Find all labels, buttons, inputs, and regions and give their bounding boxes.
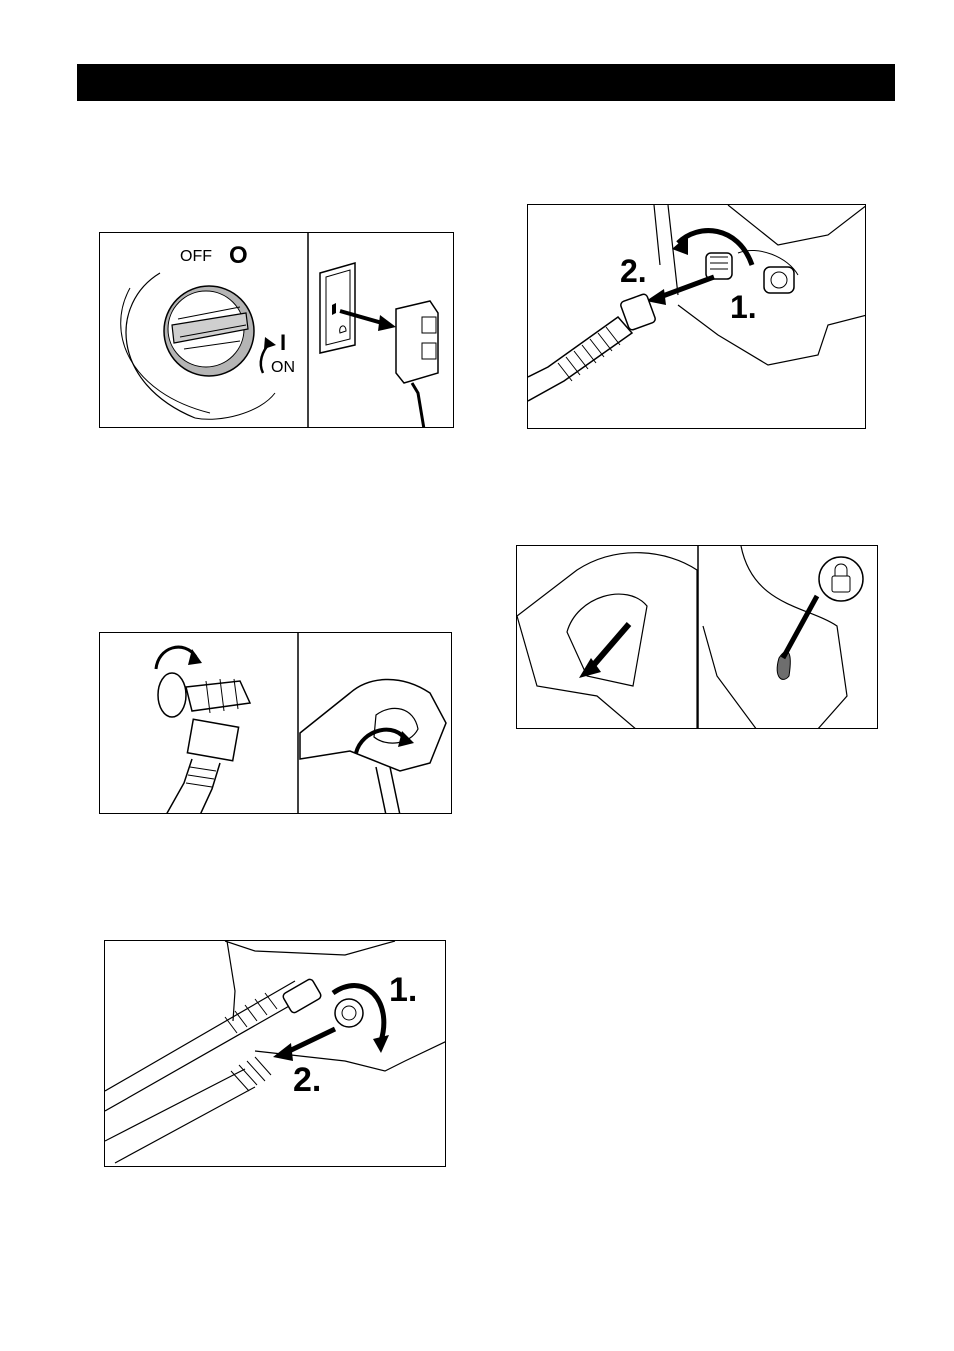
step-1-label: 1. bbox=[730, 289, 757, 326]
power-plug-icon bbox=[100, 233, 454, 428]
step-2-label: 2. bbox=[620, 253, 647, 290]
figure-hose-disconnect-bottom: 1. 2. bbox=[104, 940, 446, 1167]
step-1-label: 1. bbox=[389, 971, 417, 1010]
figure-hose-disconnect-top: 2. 1. bbox=[527, 204, 866, 429]
hose-icon bbox=[528, 205, 866, 429]
figure-trigger-lock bbox=[516, 545, 878, 729]
spray-gun-icon bbox=[100, 633, 452, 814]
lock-icon bbox=[517, 546, 878, 729]
header-bar bbox=[77, 64, 895, 101]
step-2-label: 2. bbox=[293, 1061, 321, 1100]
figure-power-switch: OFF O I ON bbox=[99, 232, 454, 428]
figure-faucet-gun bbox=[99, 632, 452, 814]
